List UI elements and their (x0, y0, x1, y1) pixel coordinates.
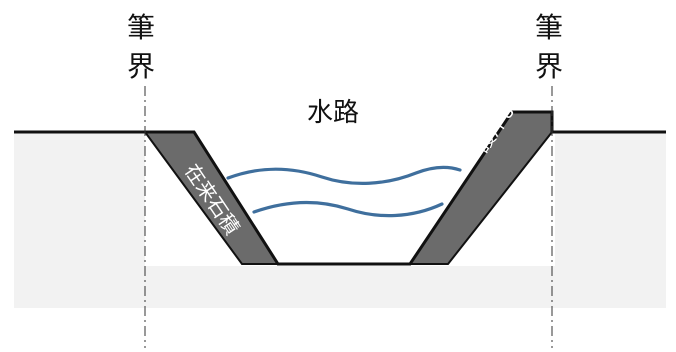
left-boundary-label-top: 筆 (127, 11, 155, 44)
lower-water-wave (252, 201, 444, 218)
left-bank-fill (14, 132, 145, 308)
left-boundary-label-bottom: 界 (127, 50, 155, 83)
right-boundary-label-bottom: 界 (535, 50, 563, 83)
water-channel-label: 水路 (307, 98, 359, 128)
channel-bed-fill (145, 266, 555, 308)
upper-water-wave (226, 165, 462, 185)
right-bank-fill (555, 132, 666, 308)
right-boundary-label-top: 筆 (535, 11, 563, 44)
